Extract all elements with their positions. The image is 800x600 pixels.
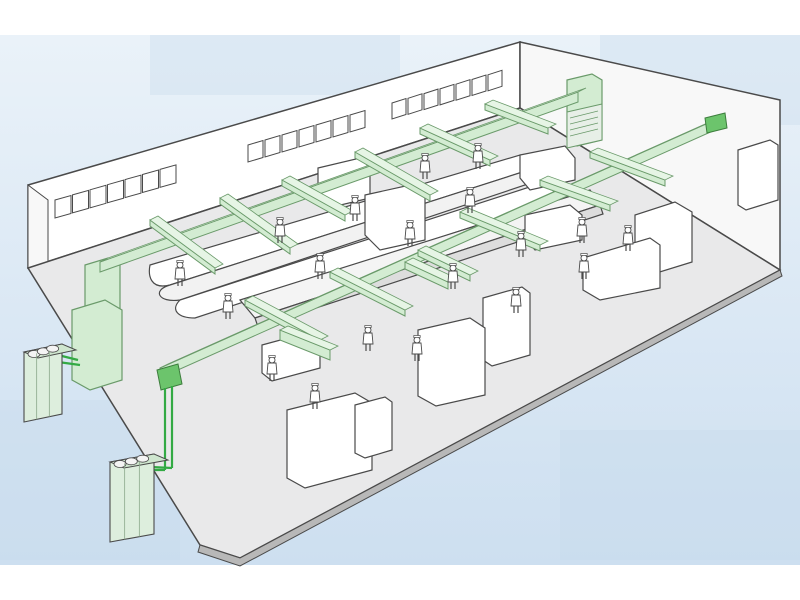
window-pane [332, 114, 349, 138]
window-pane [315, 119, 332, 143]
window-pane [89, 184, 107, 209]
left-duct-riser [71, 257, 123, 391]
window-pane [142, 169, 159, 194]
duct-segment [484, 99, 557, 135]
worker-figure [222, 293, 234, 319]
worker-figure [447, 263, 459, 289]
worker-figure [266, 355, 278, 381]
worker-figure [472, 143, 484, 169]
worker-figure [349, 195, 361, 221]
worker-figure [362, 325, 374, 351]
duct-segment [354, 147, 439, 202]
window-pane [107, 179, 124, 204]
window-pane [471, 74, 487, 97]
floor-slab-edge [197, 269, 783, 567]
worker-figure [464, 187, 476, 213]
window-pane [407, 93, 423, 115]
window-pane [423, 88, 439, 111]
window-pane [281, 129, 298, 153]
worker-figure [274, 217, 286, 243]
worker-figure [314, 253, 326, 279]
outdoor-condensing-unit [22, 343, 78, 423]
window-pane [72, 189, 89, 214]
outdoor-condensing-unit [108, 453, 170, 543]
duct-segment [538, 175, 620, 212]
worker-figure [576, 217, 588, 243]
worker-figure [578, 253, 590, 279]
worker-figure [419, 153, 431, 179]
worker-figure [510, 287, 522, 313]
window-pane [455, 79, 471, 101]
duct-segment [588, 147, 675, 187]
window-pane [124, 174, 142, 199]
hvac-ducts [99, 87, 724, 379]
duct-end-cap-back [704, 112, 728, 134]
window-pane [391, 97, 407, 120]
duct-segment [99, 87, 587, 273]
wall-windows [54, 69, 503, 219]
duct-segment [329, 267, 414, 317]
window-pane [54, 194, 72, 219]
duct-end-cap-front [156, 363, 183, 391]
window-pane [349, 109, 366, 133]
window-pane [439, 83, 455, 106]
window-pane [264, 134, 281, 158]
window-pane [247, 139, 264, 163]
duct-segment [149, 215, 224, 275]
worker-figure [174, 260, 186, 286]
worker-figure [622, 225, 634, 251]
worker-figure [309, 383, 321, 409]
worker-figure [515, 231, 527, 257]
window-pane [159, 164, 177, 189]
duct-segment [279, 325, 339, 361]
worker-figure [411, 335, 423, 361]
worker-figure [404, 220, 416, 246]
air-handling-unit [566, 73, 603, 149]
outdoor-units [22, 343, 170, 543]
window-pane [487, 69, 503, 92]
window-pane [298, 124, 315, 148]
workers [174, 143, 634, 409]
